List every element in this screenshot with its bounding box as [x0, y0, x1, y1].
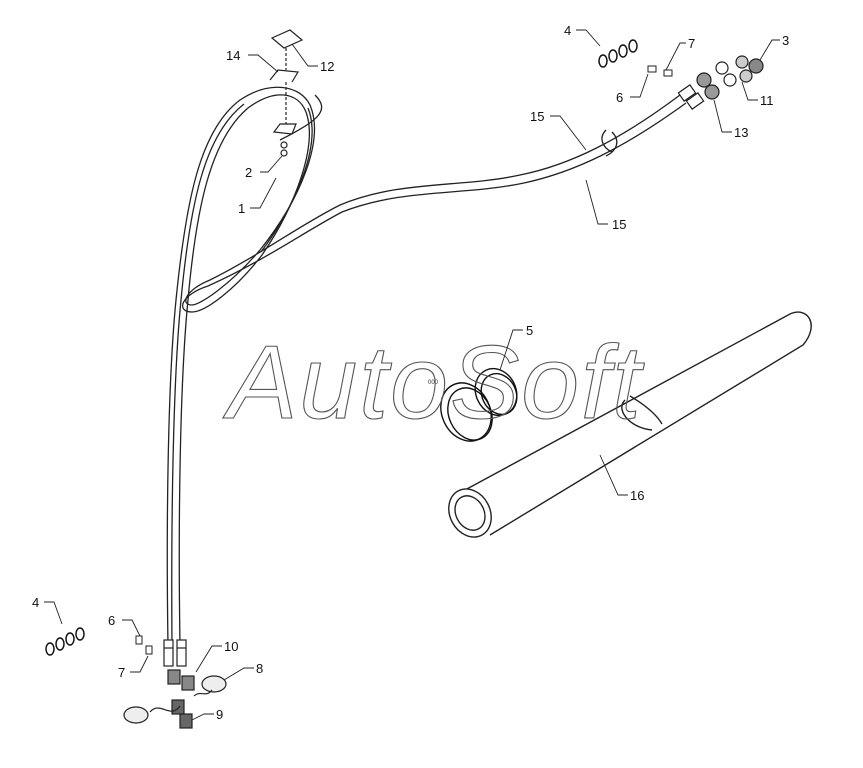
callout-15-upper: 15 — [530, 109, 544, 124]
callout-6-lower: 6 — [108, 613, 115, 628]
hose-clamps — [440, 367, 518, 442]
upper-right-clips — [647, 65, 673, 77]
callout-11: 11 — [760, 93, 774, 108]
hose-assembly — [166, 86, 687, 646]
callout-14: 14 — [226, 48, 240, 63]
top-bracket — [269, 29, 304, 157]
callout-6-upper: 6 — [616, 90, 623, 105]
watermark-text: AutoSoft — [222, 325, 645, 441]
callout-7-upper: 7 — [688, 36, 695, 51]
callout-9: 9 — [216, 707, 223, 722]
protective-sleeve — [448, 311, 812, 538]
callout-12: 12 — [320, 59, 334, 74]
o-rings-upper — [598, 39, 638, 68]
callout-2: 2 — [245, 165, 252, 180]
o-rings-lower — [45, 627, 85, 656]
callout-labels: 14 12 2 1 4 7 6 3 11 13 15 15 5 16 4 6 7… — [32, 23, 789, 722]
callout-5: 5 — [526, 323, 533, 338]
callout-3: 3 — [782, 33, 789, 48]
callout-8: 8 — [256, 661, 263, 676]
lower-hose-ends — [163, 639, 187, 667]
callout-4-lower: 4 — [32, 595, 39, 610]
lower-couplings — [123, 669, 227, 729]
callout-16: 16 — [630, 488, 644, 503]
callout-1: 1 — [238, 201, 245, 216]
upper-right-fittings — [677, 55, 764, 110]
lower-clips — [135, 635, 153, 655]
callout-10: 10 — [224, 639, 238, 654]
callout-4-upper: 4 — [564, 23, 571, 38]
clamp-marking: 000 — [428, 380, 439, 386]
leader-lines — [44, 29, 780, 721]
callout-15-lower: 15 — [612, 217, 626, 232]
callout-7-lower: 7 — [118, 665, 125, 680]
callout-13: 13 — [734, 125, 748, 140]
